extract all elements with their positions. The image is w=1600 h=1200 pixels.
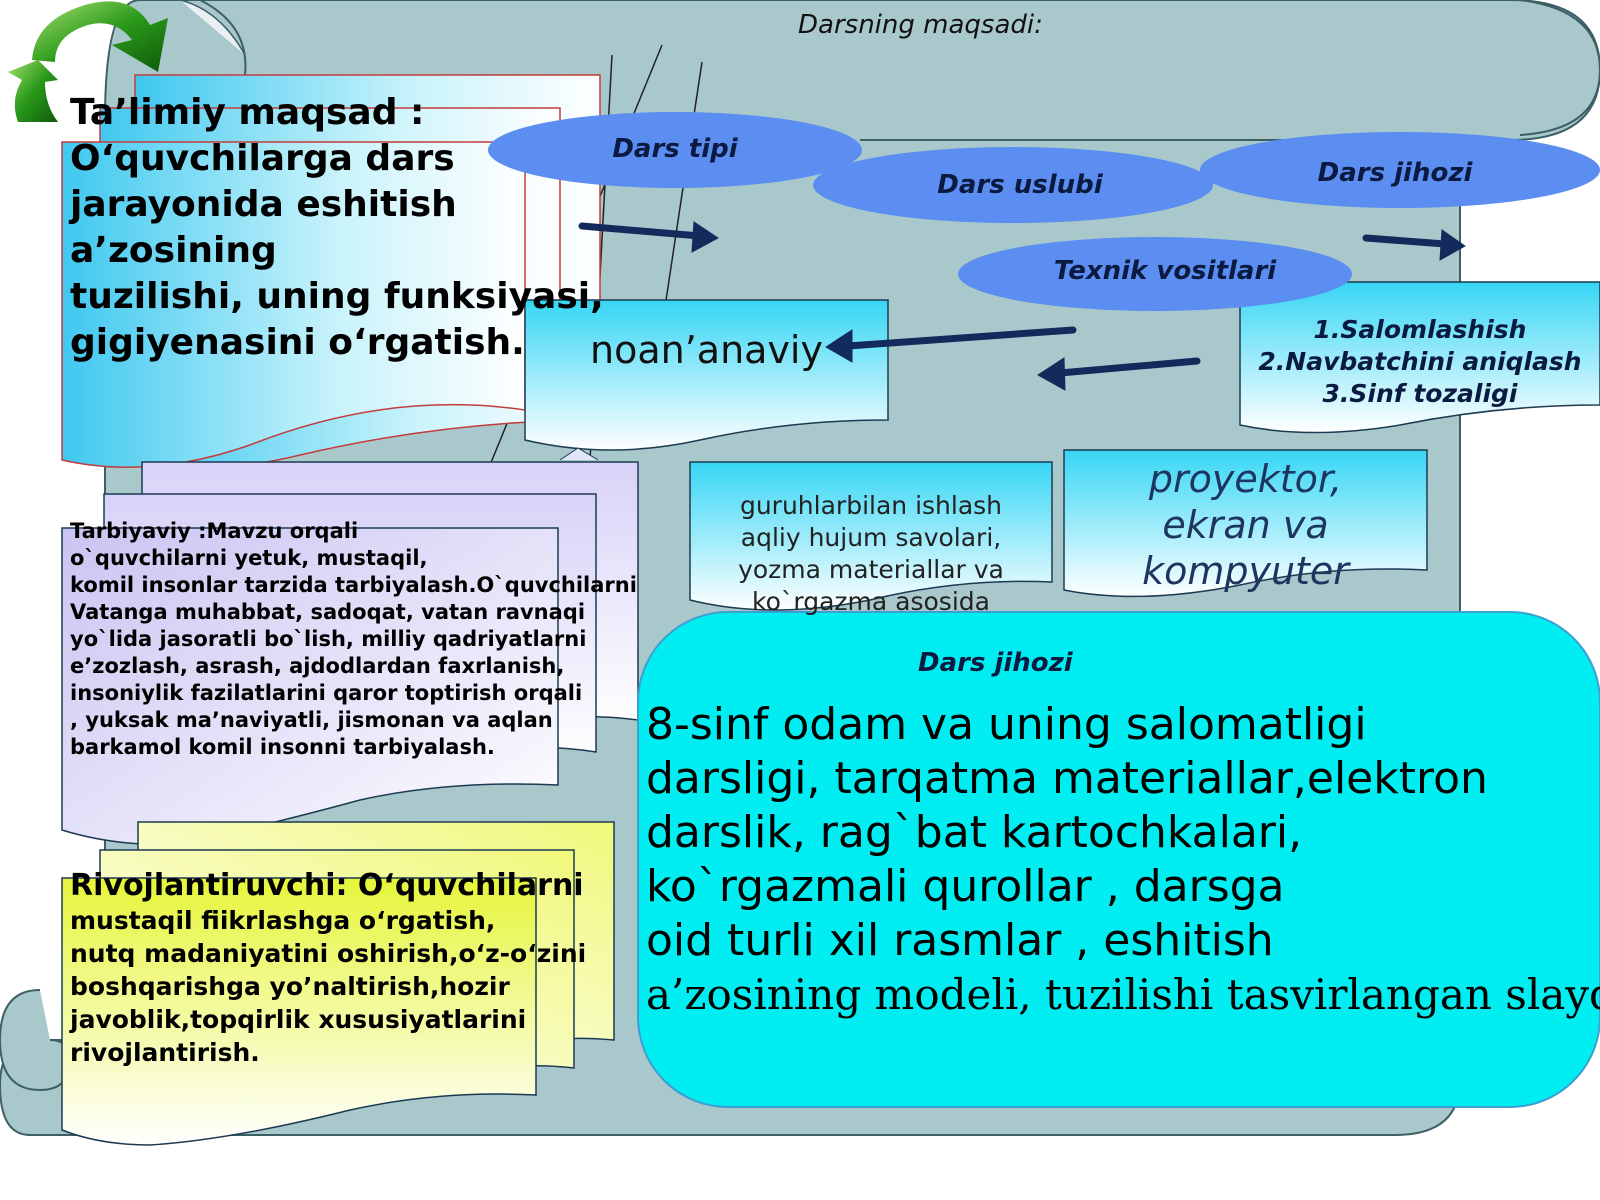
jihozi-text: 8-sinf odam va uning salomatligi darslig… <box>646 698 1600 1022</box>
ellipse-dars-uslubi <box>813 147 1213 223</box>
talimiy-line: Ta’limiy maqsad : <box>70 92 425 133</box>
talimiy-line: a’zosining <box>70 230 277 271</box>
jihozi-heading: Dars jihozi <box>918 648 1073 678</box>
rivojlantiruvchi-line: javoblik,topqirlik xususiyatlarini <box>70 1005 527 1034</box>
talimiy-line: O‘quvchilarga dars <box>70 138 455 179</box>
guruh-line: aqliy hujum savolari, <box>740 523 1002 552</box>
tarbiyaviy-line: Tarbiyaviy :Mavzu orqali <box>70 519 359 543</box>
arrow-icons <box>578 221 1466 391</box>
talimiy-shape <box>61 74 601 469</box>
guruh-text: guruhlarbilan ishlash aqliy hujum savola… <box>690 490 1052 618</box>
jihozi-line: 8-sinf odam va uning salomatligi <box>646 699 1367 750</box>
proyektor-text: proyektor, ekran va kompyuter <box>1064 456 1427 594</box>
tarbiyaviy-line: e’zozlash, asrash, ajdodlardan faxrlanis… <box>70 654 565 678</box>
noananaviy-shape <box>524 299 889 451</box>
jihozi-line: oid turli xil rasmlar , eshitish <box>646 915 1274 966</box>
proyektor-line: kompyuter <box>1142 549 1349 593</box>
label-dars-tipi: Dars tipi <box>612 134 738 164</box>
noananaviy-label: noan’anaviy <box>590 328 823 372</box>
ellipse-texnik <box>958 237 1352 311</box>
steps-shape <box>1239 281 1600 434</box>
jihozi-box-shape <box>637 611 1600 1108</box>
guruh-shape <box>689 461 1053 611</box>
talimiy-line: gigiyenasini o‘rgatish. <box>70 322 525 363</box>
step-item: 2.Navbatchini aniqlash <box>1258 347 1582 376</box>
tarbiyaviy-line: Vatanga muhabbat, sadoqat, vatan ravnaqi <box>70 600 586 624</box>
tarbiyaviy-shape <box>61 447 639 846</box>
steps-list: 1.Salomlashish 2.Navbatchini aniqlash 3.… <box>1240 314 1600 410</box>
tarbiyaviy-line: , yuksak ma’naviyatli, jismonan va aqlan <box>70 708 553 732</box>
guruh-line: yozma materiallar va <box>738 555 1004 584</box>
talimiy-line: jarayonida eshitish <box>70 184 457 225</box>
tarbiyaviy-line: o`quvchilarni yetuk, mustaqil, <box>70 546 428 570</box>
jihozi-last-line: a’zosining modeli, tuzilishi tasvirlanga… <box>646 970 1600 1019</box>
rivojlantiruvchi-line: rivojlantirish. <box>70 1038 260 1067</box>
rivojlantiruvchi-shape <box>61 821 615 1146</box>
step-item: 1.Salomlashish <box>1313 315 1527 344</box>
rivojlantiruvchi-line: Rivojlantiruvchi: O‘quvchilarni <box>70 868 584 903</box>
proyektor-line: ekran va <box>1162 503 1329 547</box>
proyektor-shape <box>1063 449 1428 598</box>
tarbiyaviy-text: Tarbiyaviy :Mavzu orqali o`quvchilarni y… <box>70 518 637 761</box>
green-arrow-icon <box>8 1 168 122</box>
guruh-line: guruhlarbilan ishlash <box>739 491 1003 520</box>
label-dars-jihozi: Dars jihozi <box>1317 158 1473 188</box>
proyektor-line: proyektor, <box>1148 457 1343 501</box>
label-texnik: Texnik vositlari <box>1053 256 1277 286</box>
guruh-line: ko`rgazma asosida <box>752 587 990 616</box>
page-title: Darsning maqsadi: <box>798 10 1043 40</box>
talimiy-line: tuzilishi, uning funksiyasi, <box>70 276 604 317</box>
rivojlantiruvchi-text: Rivojlantiruvchi: O‘quvchilarni mustaqil… <box>70 868 586 1069</box>
rivojlantiruvchi-line: boshqarishga yo’naltirish,hozir <box>70 972 510 1001</box>
talimiy-text: Ta’limiy maqsad : O‘quvchilarga dars jar… <box>70 90 604 366</box>
tarbiyaviy-line: komil insonlar tarzida tarbiyalash.O`quv… <box>70 573 637 597</box>
label-dars-uslubi: Dars uslubi <box>937 170 1103 200</box>
ellipse-dars-jihozi <box>1200 132 1600 208</box>
jihozi-line: ko`rgazmali qurollar , darsga <box>646 861 1285 912</box>
jihozi-line: darsligi, tarqatma materiallar,elektron <box>646 753 1488 804</box>
step-item: 3.Sinf tozaligi <box>1322 379 1518 408</box>
tarbiyaviy-line: barkamol komil insonni tarbiyalash. <box>70 735 495 759</box>
rivojlantiruvchi-line: mustaqil fiikrlashga o‘rgatish, <box>70 906 496 935</box>
ellipse-dars-tipi <box>488 112 862 188</box>
tarbiyaviy-line: yo`lida jasoratli bo`lish, milliy qadriy… <box>70 627 587 651</box>
tarbiyaviy-line: insoniylik fazilatlarini qaror toptirish… <box>70 681 583 705</box>
rivojlantiruvchi-line: nutq madaniyatini oshirish,o‘z-o‘zini <box>70 939 587 968</box>
jihozi-line: darslik, rag`bat kartochkalari, <box>646 807 1303 858</box>
